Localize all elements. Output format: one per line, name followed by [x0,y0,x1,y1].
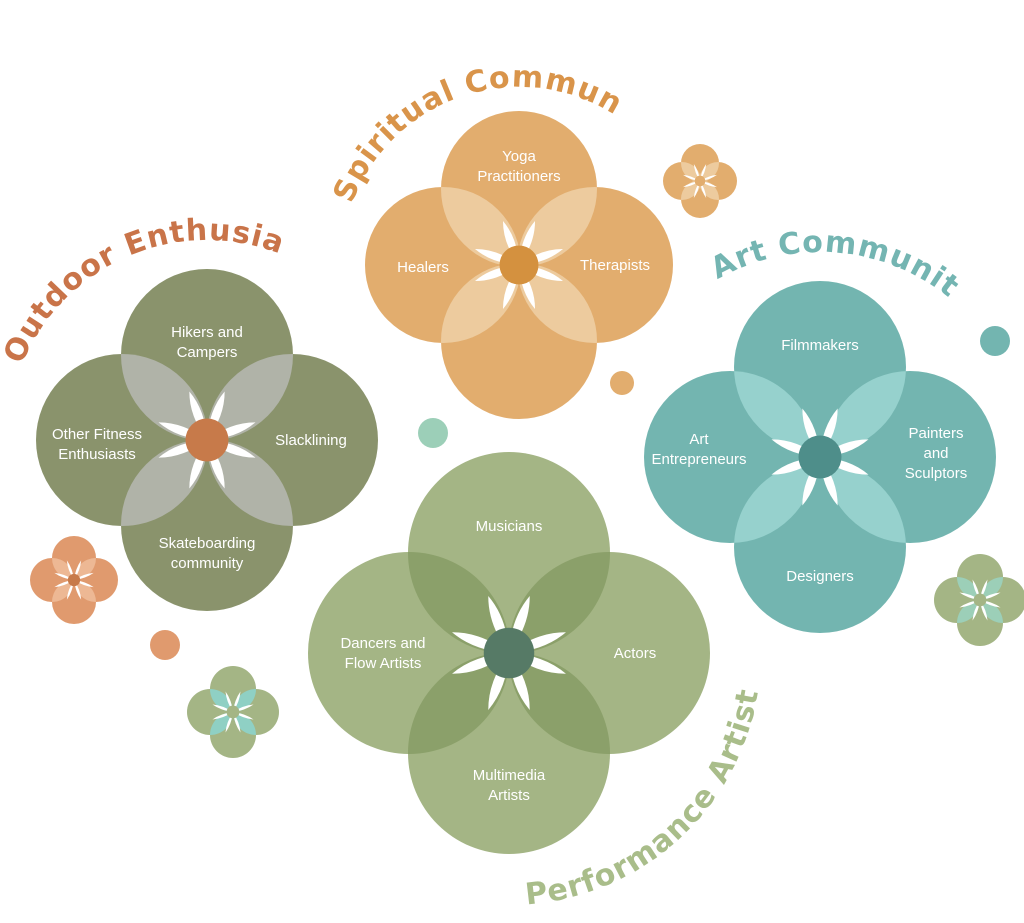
dot-orange [610,371,634,395]
mini-flower-green-left [187,666,279,758]
label-top: Musicians [476,518,543,535]
label-left: Healers [397,259,449,276]
label-line: Actors [614,645,657,662]
center-dot [67,573,81,587]
label-line: Musicians [476,518,543,535]
overlap-right-bottom [980,600,1003,623]
label-line: Art [689,431,709,448]
label-line: Slacklining [275,432,347,449]
label-bottom: Skateboarding community [159,535,256,572]
label-line: and [923,445,948,462]
center-dot [973,593,987,607]
label-line: Painters [908,425,963,442]
label-line: Entrepreneurs [651,451,746,468]
label-line: Hikers and [171,324,243,341]
label-line: Sculptors [905,465,968,482]
center-dot [185,418,229,462]
label-right: Slacklining [275,432,347,449]
label-line: Practitioners [477,168,560,185]
label-line: Campers [177,344,238,361]
label-line: Filmmakers [781,337,859,354]
mini-flower-spiritual [663,144,737,218]
center-dot [483,627,535,679]
overlap-bottom-left [52,580,74,602]
dot-mint [418,418,448,448]
label-line: community [171,555,244,572]
overlap-top-right [980,577,1003,600]
overlap-top-right [824,371,906,453]
mini-flower-orange [30,536,118,624]
label-right: Actors [614,645,657,662]
dot-teal [980,326,1010,356]
center-dot [499,245,539,285]
label-top: Filmmakers [781,337,859,354]
dot-orange [150,630,180,660]
label-line: Healers [397,259,449,276]
overlap-left-top [210,689,233,712]
overlap-left-top [52,558,74,580]
overlap-bottom-left [210,712,233,735]
label-line: Artists [488,787,530,804]
overlap-left-top [957,577,980,600]
overlap-right-bottom [233,712,256,735]
decorations [30,144,1024,758]
label-line: Flow Artists [345,655,422,672]
overlap-bottom-left [734,461,816,543]
overlap-right-bottom [824,461,906,543]
overlap-right-bottom [74,580,96,602]
label-line: Therapists [580,257,650,274]
label-line: Dancers and [340,635,425,652]
label-line: Other Fitness [52,426,142,443]
center-dot [226,705,240,719]
label-line: Yoga [502,148,536,165]
label-line: Skateboarding [159,535,256,552]
overlap-top-right [233,689,256,712]
label-line: Enthusiasts [58,446,136,463]
mini-flower-green-right [934,554,1024,646]
center-dot [694,175,706,187]
overlap-top-right [74,558,96,580]
overlap-bottom-left [957,600,980,623]
overlap-left-top [734,371,816,453]
label-line: Multimedia [473,767,546,784]
center-dot [798,435,842,479]
label-line: Designers [786,568,854,585]
label-bottom: Designers [786,568,854,585]
label-right: Therapists [580,257,650,274]
